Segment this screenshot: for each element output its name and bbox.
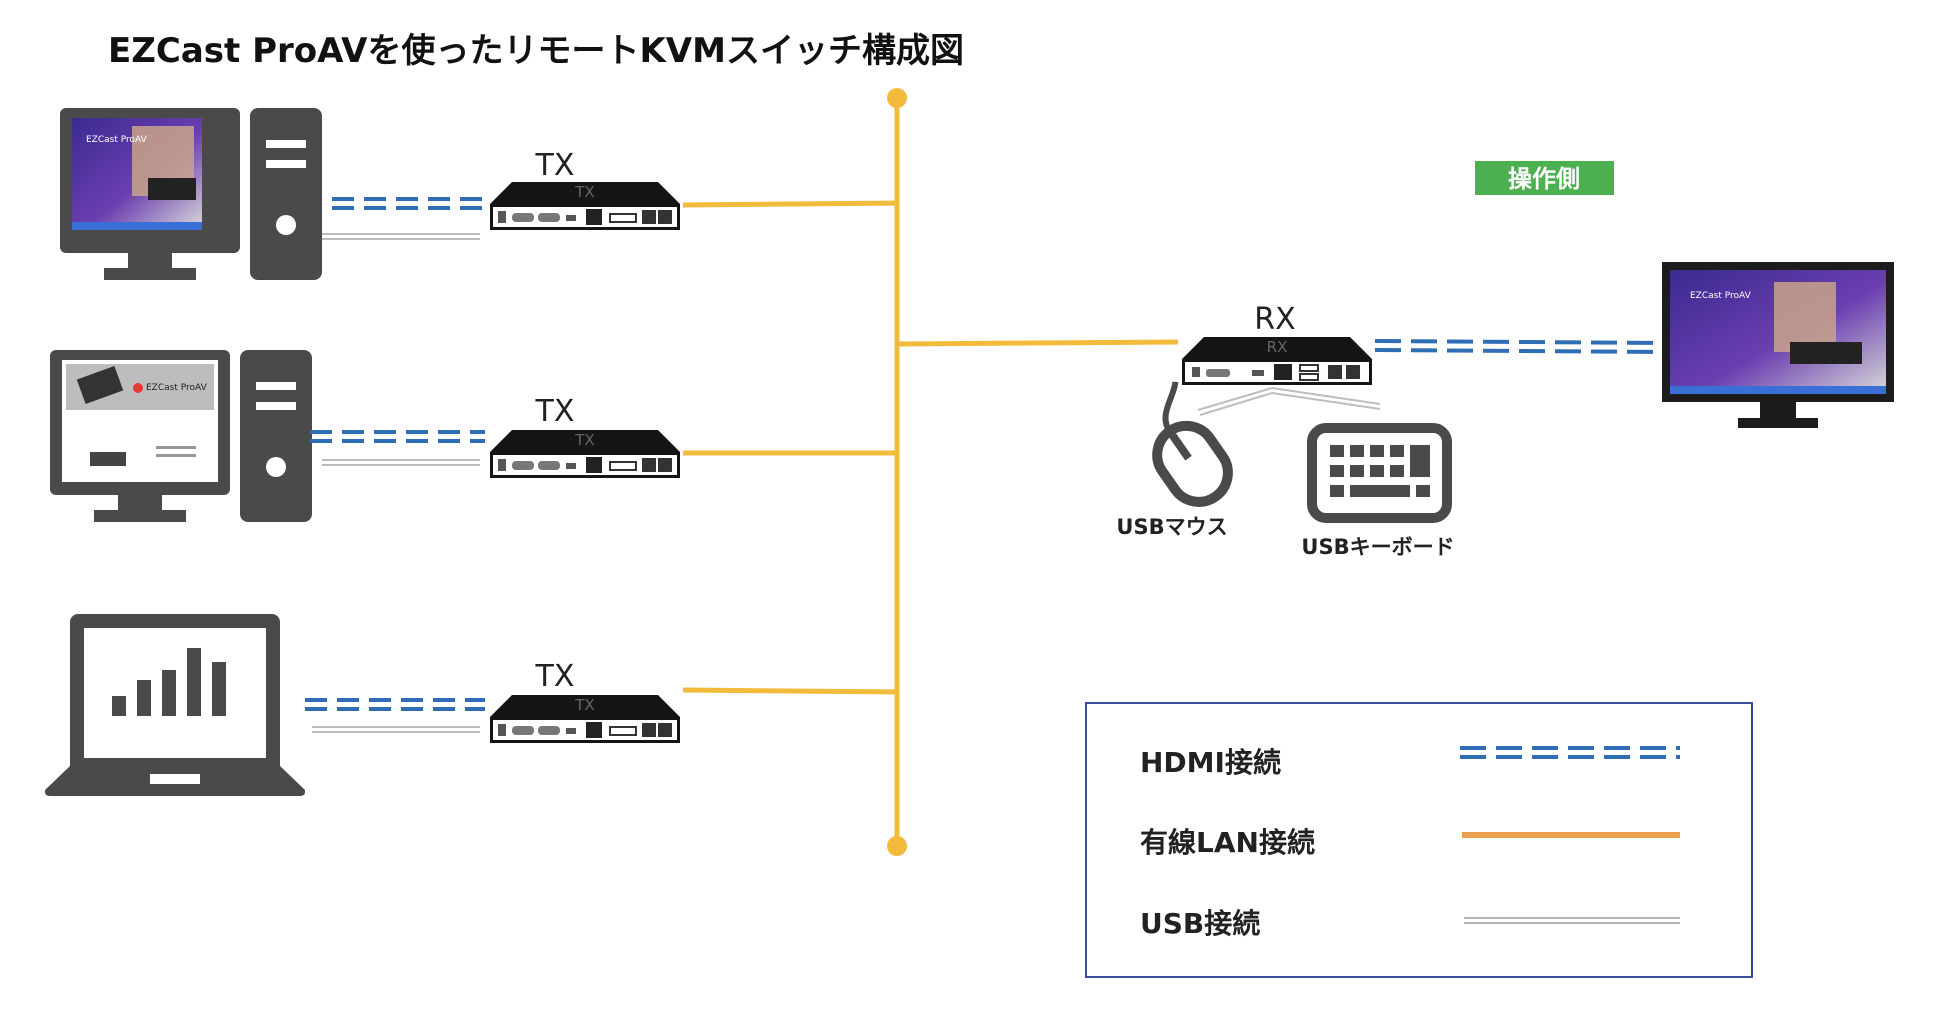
legend-lan-label: 有線LAN接続 [1140,826,1315,859]
operator-side-badge: 操作側 [1475,161,1614,195]
rx-device: RX [1182,337,1372,385]
monitor-screen-title: EZCast ProAV [1690,291,1752,301]
tx-device-3: TX [489,694,681,744]
tx-label-3: TX [535,659,575,694]
pc-screen-title: EZCast ProAV [86,135,148,145]
usb-keyboard-label: USBキーボード [1301,535,1454,559]
tx-label-1: TX [535,148,575,183]
legend-usb-label: USB接続 [1140,907,1260,940]
tx-device-1: TX [489,181,681,231]
operator-side-label: 操作側 [1508,165,1580,193]
hdmi-link-laptop [305,698,485,711]
legend: HDMI接続 有線LAN接続 USB接続 [1085,702,1753,978]
tx-device-2: TX [489,429,681,479]
usb-mouse-label: USBマウス [1116,515,1227,539]
hdmi-link-rx-monitor [1374,339,1666,354]
tx-box-text-2: TX [574,431,594,449]
desktop-pc-1: EZCast ProAV [60,108,322,280]
usb-link-pc2 [322,459,480,466]
hdmi-link-pc1 [332,197,485,210]
lan-trunk [682,88,1179,856]
operator-monitor: EZCast ProAV [1662,262,1894,428]
usb-link-laptop [312,726,480,733]
legend-hdmi-label: HDMI接続 [1140,746,1281,779]
rx-box-text: RX [1267,338,1288,356]
hdmi-link-pc2 [310,430,485,443]
tx-box-text-1: TX [574,183,594,201]
usb-mouse-icon [1152,381,1233,507]
desktop-pc-2: EZCast ProAV [50,350,312,522]
usb-keyboard-icon [1307,423,1452,523]
tx-label-2: TX [535,394,575,429]
rx-label: RX [1254,302,1295,337]
usb-link-pc1 [322,233,480,240]
diagram-title: EZCast ProAVを使ったリモートKVMスイッチ構成図 [108,31,964,71]
tx-box-text-3: TX [574,696,594,714]
laptop [45,614,305,796]
usb-link-rx-peripherals [1197,387,1381,416]
pc2-screen-title: EZCast ProAV [146,383,208,393]
